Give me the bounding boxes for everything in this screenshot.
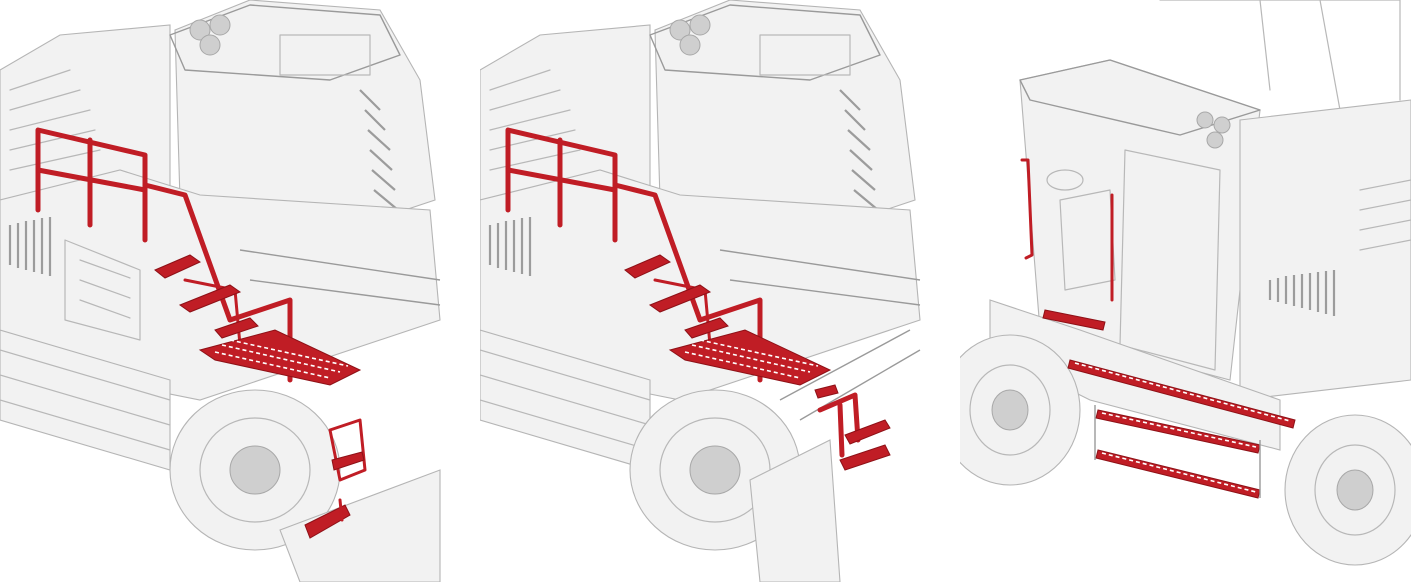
access-steps	[154, 254, 259, 339]
panel-rear-access	[0, 0, 455, 582]
engine-body	[1239, 99, 1411, 401]
cab-seat	[1059, 189, 1116, 291]
counterweight	[279, 469, 441, 582]
platform	[198, 329, 362, 386]
hood-vents	[9, 69, 101, 171]
body-panel-lines	[64, 239, 141, 341]
roof-fans	[189, 14, 231, 56]
panel-side-access	[480, 0, 930, 582]
roof-fans	[1196, 111, 1231, 149]
roof-panel	[279, 34, 371, 76]
side-grille	[8, 217, 52, 276]
cab-grille	[839, 89, 879, 211]
rear-wheel	[1284, 414, 1411, 566]
side-grille	[1268, 270, 1336, 316]
wheel	[169, 389, 341, 551]
machine-illustration-1	[0, 0, 441, 582]
boom-arm	[239, 249, 441, 306]
cab-door	[1119, 149, 1221, 371]
boom-step-unit	[814, 384, 891, 471]
platform	[668, 329, 832, 386]
panel-cab-entry	[960, 0, 1411, 582]
engine-vents	[1359, 179, 1411, 251]
lower-ladder	[328, 418, 367, 482]
cab-roof	[169, 4, 401, 81]
roof-fans	[669, 14, 711, 56]
side-grille	[488, 217, 532, 276]
boom-foot	[749, 439, 841, 582]
handrail	[35, 127, 293, 383]
boom-arm	[719, 249, 921, 421]
cab-entry-steps	[1042, 309, 1296, 499]
bottom-step	[304, 498, 351, 539]
machine-illustration-2	[480, 0, 921, 582]
cab-grab-handles	[1020, 158, 1114, 302]
cab-roof	[649, 4, 881, 81]
cab-grille	[359, 89, 399, 211]
front-wheel	[960, 334, 1081, 486]
roof-panel	[759, 34, 851, 76]
boom-structure	[1159, 0, 1401, 111]
machine-illustration-3	[960, 0, 1411, 566]
hood-vents	[489, 69, 581, 171]
access-steps	[624, 254, 729, 339]
steering-wheel	[1046, 169, 1084, 191]
